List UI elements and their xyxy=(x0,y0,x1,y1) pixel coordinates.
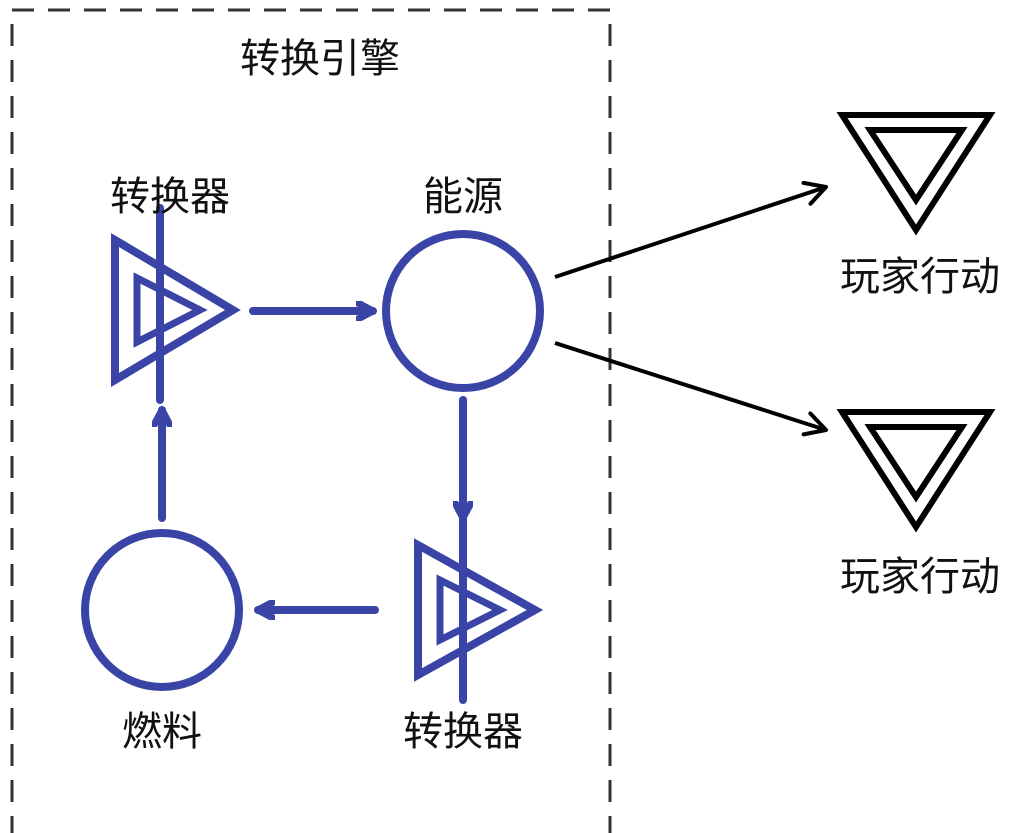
converter-top-label: 转换器 xyxy=(110,174,230,220)
player-action-1-icon xyxy=(836,112,996,236)
energy-label: 能源 xyxy=(423,174,503,220)
player-action-2-label: 玩家行动 xyxy=(840,554,1000,600)
player-action-2-icon xyxy=(836,409,996,533)
converter-bottom-icon xyxy=(414,516,544,704)
fuel-label: 燃料 xyxy=(122,709,202,755)
energy-node xyxy=(382,230,544,392)
converter-top-icon xyxy=(111,204,241,404)
arrow-energy-to-action-1 xyxy=(554,180,828,279)
fuel-node xyxy=(81,529,243,691)
player-action-1-label: 玩家行动 xyxy=(840,254,1000,300)
engine-boundary xyxy=(10,8,612,833)
engine-title: 转换引擎 xyxy=(240,36,400,82)
arrow-energy-to-action-2 xyxy=(554,341,828,437)
converter-bottom-label: 转换器 xyxy=(403,709,523,755)
